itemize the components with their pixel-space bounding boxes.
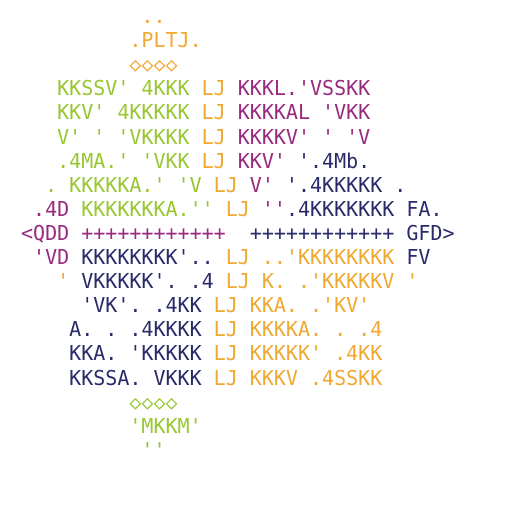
art-line: V' ' 'VKKKK LJ KKKKV' ' 'V — [21, 125, 370, 149]
art-segment: LJ — [225, 269, 250, 294]
art-segment: '.4KKKKK . — [285, 172, 407, 197]
art-segment: LJ — [201, 76, 226, 101]
art-segment: KKKKV' ' 'V — [225, 124, 371, 149]
art-segment: KKKL.'VSSKK — [225, 76, 371, 101]
art-line: KKSSV' 4KKK LJ KKKL.'VSSKK — [21, 76, 370, 100]
art-segment: 'VK'. .4KK — [21, 293, 214, 318]
art-segment: ++++++++++++ — [81, 220, 226, 245]
art-line: 'MKKM' — [21, 413, 202, 438]
art-segment: KKKKKKKA.'' — [81, 196, 226, 221]
art-segment: '.4Mb. — [297, 148, 371, 173]
art-line: ' VKKKKK'. .4 LJ K. .'KKKKKV ' — [21, 269, 418, 293]
art-segment: KKV' — [225, 148, 298, 173]
art-segment: KKV' 4KKKKK — [21, 100, 202, 125]
art-line: KKA. 'KKKKK LJ KKKKK' .4KK — [21, 341, 382, 365]
art-segment: LJ — [225, 196, 250, 221]
art-segment: KKKKA. . .4 — [237, 317, 383, 342]
art-segment: ..'KKKKKKKK — [249, 245, 395, 269]
art-segment: VKKKKK'. .4 — [81, 269, 226, 294]
art-segment: KKKKAL 'VKK — [225, 100, 371, 125]
art-segment: . KKKKKA.' 'V — [21, 172, 214, 197]
art-segment: K. .'KKKKKV ' — [249, 269, 419, 294]
art-line: KKSSA. VKKK LJ KKKV .4SSKK — [21, 366, 382, 390]
art-segment: KKKKK' .4KK — [237, 341, 383, 366]
art-line: KKV' 4KKKKK LJ KKKKAL 'VKK — [21, 100, 370, 124]
art-line: ◇◇◇◇ — [21, 52, 178, 77]
art-segment: V' — [237, 172, 286, 197]
art-line: 'VK'. .4KK LJ KKA. .'KV' — [21, 293, 370, 317]
art-segment: LJ — [213, 365, 238, 390]
art-segment: KKSSA. VKKK — [21, 365, 214, 390]
art-line: '' — [21, 437, 166, 462]
art-segment: 'VD — [21, 245, 82, 269]
art-segment: ++++++++++++ GFD> — [225, 220, 455, 245]
art-segment: LJ — [213, 317, 238, 342]
art-segment: 'MKKM' — [21, 413, 202, 438]
art-line: .PLTJ. — [21, 28, 202, 53]
art-segment: .4KKKKKKK FA. — [285, 196, 443, 221]
art-segment: A. . .4KKKK — [21, 317, 214, 342]
art-segment: KKKKKKKK'.. — [81, 245, 226, 269]
art-segment: ◇◇◇◇ — [21, 389, 178, 414]
art-segment: ◇◇◇◇ — [21, 52, 178, 77]
art-segment: LJ — [225, 245, 250, 269]
art-segment: KKA. .'KV' — [237, 293, 371, 318]
art-line: A. . .4KKKK LJ KKKKA. . .4 — [21, 317, 382, 341]
art-segment: KKSSV' 4KKK — [21, 76, 202, 101]
art-line: . KKKKKA.' 'V LJ V' '.4KKKKK . — [21, 173, 406, 197]
art-segment: .PLTJ. — [21, 28, 202, 53]
art-segment: LJ — [213, 341, 238, 366]
art-segment: <QDD — [21, 220, 82, 245]
art-segment: V' ' 'VKKKK — [21, 124, 202, 149]
art-line: .4MA.' 'VKK LJ KKV' '.4Mb. — [21, 149, 370, 173]
art-segment: ' — [21, 269, 82, 294]
art-segment: KKKV .4SSKK — [237, 365, 383, 390]
art-segment: LJ — [201, 124, 226, 149]
art-segment: LJ — [201, 100, 226, 125]
art-segment: KKA. 'KKKKK — [21, 341, 214, 366]
art-segment: '' — [249, 196, 286, 221]
art-segment: .4MA.' 'VKK — [21, 148, 202, 173]
art-segment: FV — [394, 245, 431, 269]
art-segment: LJ — [201, 148, 226, 173]
art-line: <QDD ++++++++++++ ++++++++++++ GFD> — [21, 221, 455, 245]
art-segment: LJ — [213, 293, 238, 318]
art-segment: '' — [21, 437, 166, 462]
art-line: 'VD KKKKKKKK'.. LJ ..'KKKKKKKK FV — [21, 245, 430, 269]
art-line: ◇◇◇◇ — [21, 389, 178, 414]
art-segment: .. — [21, 4, 166, 28]
art-line: .. — [21, 4, 166, 28]
art-line: .4D KKKKKKKA.'' LJ ''.4KKKKKKK FA. — [21, 197, 442, 221]
art-segment: LJ — [213, 172, 238, 197]
art-segment: .4D — [21, 196, 82, 221]
